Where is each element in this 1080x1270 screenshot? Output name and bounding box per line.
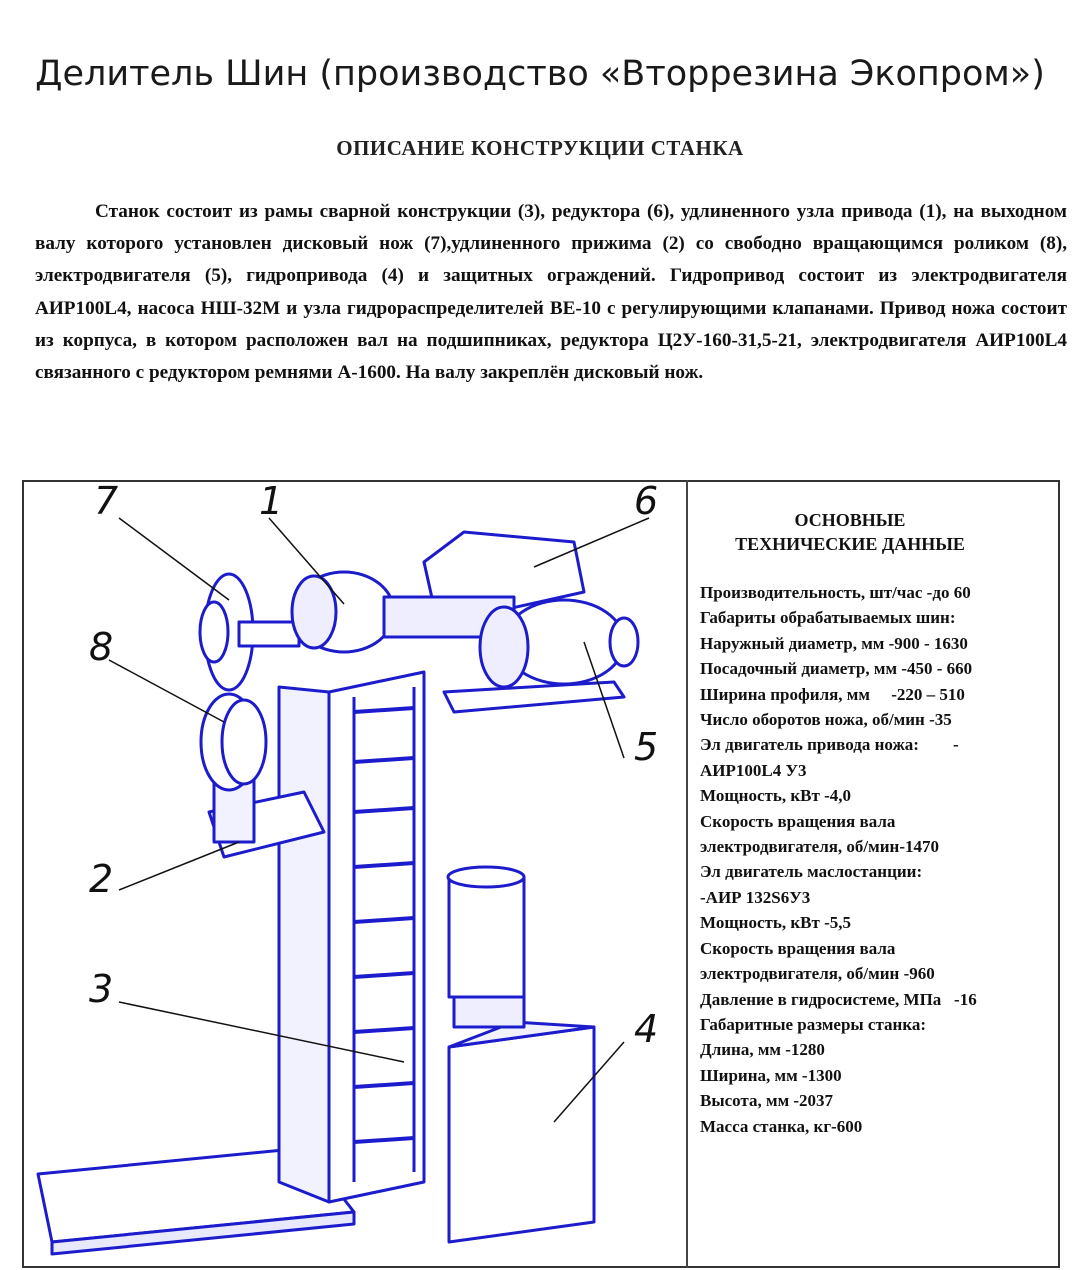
spec-line: Мощность, кВт -4,0 <box>700 786 851 806</box>
spec-line: Посадочный диаметр, мм -450 - 660 <box>700 659 973 679</box>
specs-heading: ОСНОВНЫЕ ТЕХНИЧЕСКИЕ ДАННЫЕ <box>735 510 965 554</box>
spec-line: Ширина, мм -1300 <box>700 1065 842 1085</box>
spec-line: Габаритные размеры станка: <box>700 1014 927 1034</box>
callout-2: 2 <box>89 857 113 901</box>
spec-line: Длина, мм -1280 <box>700 1040 825 1060</box>
spec-line: Габариты обрабатываемых шин: <box>700 608 956 628</box>
callout-4: 4 <box>634 1007 658 1051</box>
spec-line: Высота, мм -2037 <box>700 1091 834 1111</box>
callout-3: 3 <box>89 967 113 1011</box>
callout-6: 6 <box>634 482 658 523</box>
spec-line: Мощность, кВт -5,5 <box>700 913 851 933</box>
spec-line: Число оборотов ножа, об/мин -35 <box>700 710 952 730</box>
callout-8: 8 <box>89 625 113 669</box>
callout-1: 1 <box>259 482 283 523</box>
figure-frame <box>22 480 1060 1268</box>
spec-line: -АИР 132S6У3 <box>700 887 811 907</box>
spec-line: Эл двигатель маслостанции: <box>700 862 923 882</box>
section-heading: ОПИСАНИЕ КОНСТРУКЦИИ СТАНКА <box>336 136 744 160</box>
hydraulic-tank <box>447 1025 596 1244</box>
callout-5: 5 <box>634 725 658 769</box>
spec-line: Скорость вращения вала <box>700 811 896 831</box>
figure-divider <box>686 480 688 1268</box>
hydraulic-motor <box>447 875 526 999</box>
spec-line: Производительность, шт/час -до 60 <box>700 583 971 602</box>
spec-line: электродвигателя, об/мин -960 <box>700 964 935 984</box>
page-title: Делитель Шин (производство «Вторрезина Э… <box>35 54 1045 94</box>
spec-line: Масса станка, кг-600 <box>700 1116 863 1136</box>
spec-line: Давление в гидросистеме, МПа -16 <box>700 989 977 1009</box>
spec-line: электродвигателя, об/мин-1470 <box>700 837 939 857</box>
description-paragraph: Станок состоит из рамы сварной конструкц… <box>35 201 1067 384</box>
spec-line: Скорость вращения вала <box>700 938 896 958</box>
spec-line: Эл двигатель привода ножа: - <box>700 735 959 755</box>
callout-7: 7 <box>94 482 118 523</box>
frame-column <box>327 670 426 1204</box>
specs-panel: ОСНОВНЫЕ ТЕХНИЧЕСКИЕ ДАННЫЕ Производител… <box>700 508 1060 1139</box>
machine-drawing: 7 1 6 8 5 2 3 4 <box>36 482 658 1256</box>
spec-line: АИР100L4 У3 <box>700 760 807 780</box>
spec-line: Ширина профиля, мм -220 – 510 <box>700 684 965 704</box>
spec-line: Наружный диаметр, мм -900 - 1630 <box>700 633 968 653</box>
